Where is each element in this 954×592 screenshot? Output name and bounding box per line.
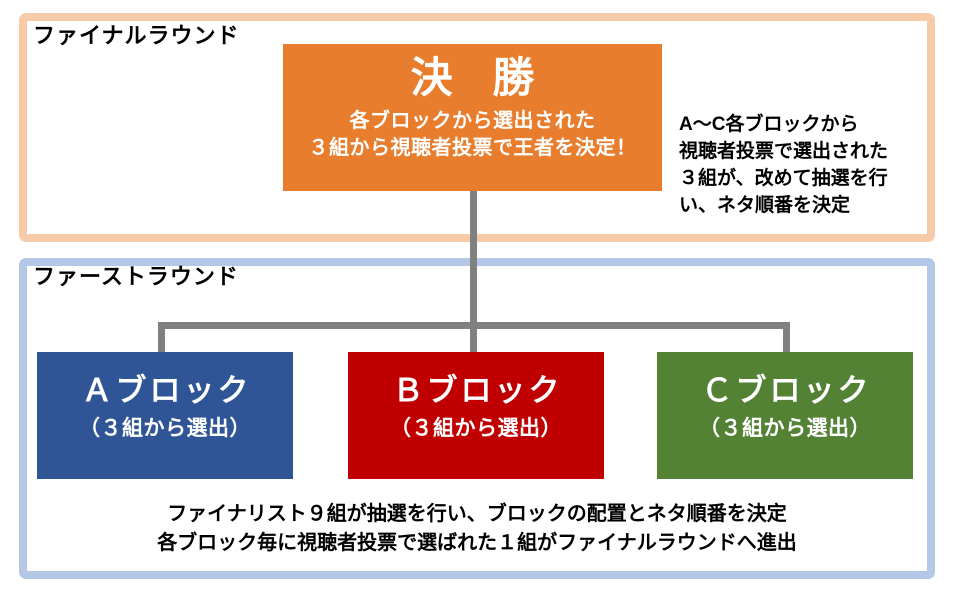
block-a-title: Ａブロック — [81, 373, 252, 408]
first-round-note-line-1: ファイナリスト９組が抽選を行い、ブロックの配置とネタ順番を決定 — [167, 503, 787, 525]
block-a-box: Ａブロック （３組から選出） — [37, 352, 293, 479]
block-b-subtitle: （３組から選出） — [390, 417, 562, 441]
final-round-note-line-2: 視聴者投票で選出された — [679, 140, 889, 162]
final-match-description-line-2: ３組から視聴者投票で王者を決定！ — [308, 137, 637, 160]
final-round-note-line-1: A〜C各ブロックから — [679, 114, 859, 135]
final-round-note-line-4: い、ネタ順番を決定 — [679, 194, 851, 216]
final-match-box: 決 勝 各ブロックから選出された ３組から視聴者投票で王者を決定！ — [283, 44, 662, 191]
block-c-title: Ｃブロック — [701, 373, 872, 408]
final-match-title: 決 勝 — [410, 54, 549, 101]
final-match-description: 各ブロックから選出された ３組から視聴者投票で王者を決定！ — [283, 108, 662, 162]
block-c-box: Ｃブロック （３組から選出） — [657, 352, 913, 479]
connector-drop-block-a — [158, 322, 165, 353]
first-round-note-line-2: 各ブロック毎に視聴者投票で選ばれた１組がファイナルラウンドへ進出 — [157, 532, 797, 554]
final-round-note: A〜C各ブロックから 視聴者投票で選出された ３組が、改めて抽選を行 い、ネタ順… — [679, 112, 929, 220]
block-b-box: Ｂブロック （３組から選出） — [348, 352, 604, 479]
block-b-title: Ｂブロック — [392, 373, 563, 408]
final-round-section-title: ファイナルラウンド — [33, 23, 240, 48]
connector-drop-block-c — [783, 322, 790, 353]
final-round-note-line-3: ３組が、改めて抽選を行 — [679, 167, 888, 189]
connector-drop-block-b — [470, 322, 477, 353]
first-round-section-title: ファーストラウンド — [33, 264, 239, 289]
final-match-description-line-1: 各ブロックから選出された — [349, 110, 596, 133]
block-c-subtitle: （３組から選出） — [699, 417, 871, 441]
block-a-subtitle: （３組から選出） — [79, 417, 251, 441]
first-round-note: ファイナリスト９組が抽選を行い、ブロックの配置とネタ順番を決定 各ブロック毎に視… — [19, 500, 935, 558]
connector-vertical-main — [470, 190, 477, 329]
